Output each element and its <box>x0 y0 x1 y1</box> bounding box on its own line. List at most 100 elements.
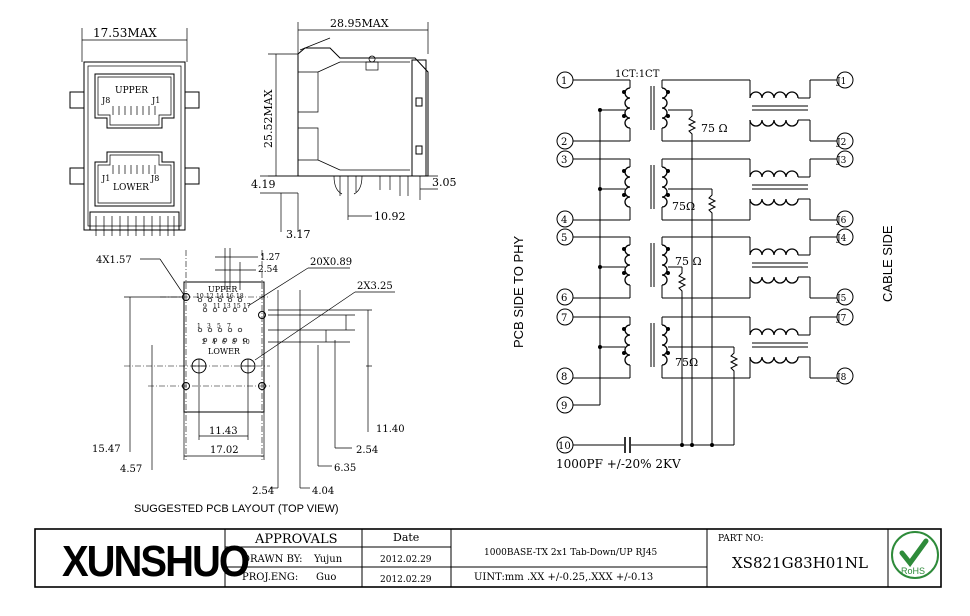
side-dim-317: 3.17 <box>286 228 311 241</box>
pin-j6: J6 <box>836 216 847 226</box>
pcb-pin-m0: 2 <box>202 339 206 346</box>
pin-7: 7 <box>561 313 567 324</box>
side-length-dim: 28.95MAX <box>330 17 389 30</box>
pin-4: 4 <box>561 215 567 226</box>
pcb-pin-u0: 10 <box>196 293 204 300</box>
pin-j8: J8 <box>836 373 847 383</box>
pin-1: 1 <box>561 76 567 87</box>
front-lower-label: LOWER <box>113 183 149 193</box>
drawn-by-name: Yujun <box>313 554 343 565</box>
pin-6: 6 <box>561 293 567 304</box>
pcb-upper-label: UPPER <box>208 285 238 294</box>
title-block: XUNSHUO APPROVALS Date DRAWN BY: Yujun 2… <box>34 528 942 588</box>
proj-date: 2012.02.29 <box>380 575 432 585</box>
pcb-pin-m2: 6 <box>222 339 226 346</box>
pcb-pin-m3: 8 <box>232 339 236 346</box>
res-label-2: 75Ω <box>672 200 695 213</box>
pcb-side-label: PCB SIDE TO PHY <box>511 235 526 348</box>
front-width-dim: 17.53MAX <box>93 26 157 40</box>
proj-eng-label: PROJ.ENG: <box>242 572 298 583</box>
pcb-dim-1143: 11.43 <box>209 426 238 437</box>
pcb-dim-1702: 17.02 <box>210 445 239 456</box>
pcb-dim-1140: 11.40 <box>376 424 405 435</box>
pcb-pin-v3: 15 <box>233 303 241 310</box>
pcb-pin-v4: 17 <box>243 303 251 310</box>
front-upper-j1: J1 <box>151 96 160 105</box>
pcb-dim-254-right: 2.54 <box>356 445 378 456</box>
pcb-pin-l0: 1 <box>197 323 201 330</box>
pcb-pin-u3: 16 <box>226 293 234 300</box>
front-lower-j1: J1 <box>101 174 110 183</box>
front-upper-j8: J8 <box>101 96 110 105</box>
front-upper-label: UPPER <box>115 86 148 96</box>
approvals-header: APPROVALS <box>254 532 338 547</box>
schematic: 1CT:1CT 1 2 3 4 5 6 7 8 9 10 J1 J2 J3 J6… <box>511 69 895 471</box>
pin-3: 3 <box>561 155 567 166</box>
pcb-dim-635: 6.35 <box>334 463 356 474</box>
front-view: 17.53MAX UPPER J8 J1 J1 J8 LOW <box>69 26 200 236</box>
pin-5: 5 <box>561 233 567 244</box>
cap-label: 1000PF +/-20% 2KV <box>556 457 681 471</box>
termination: 75 Ω 75Ω 75 Ω 75Ω <box>668 109 739 447</box>
side-view: 28.95MAX 25.52MAX 4.19 <box>251 17 457 241</box>
pcb-layout-title: SUGGESTED PCB LAYOUT (TOP VIEW) <box>134 503 339 515</box>
pcb-pin-m1: 4 <box>212 339 216 346</box>
pin-10: 10 <box>558 441 571 452</box>
pcb-pin-v1: 11 <box>213 303 221 310</box>
pin-j3: J3 <box>836 156 847 166</box>
pin-2: 2 <box>561 137 567 148</box>
pcb-pin-u1: 12 <box>206 293 214 300</box>
pin-9: 9 <box>561 401 567 412</box>
side-dim-1092: 10.92 <box>374 210 406 223</box>
res-label-3: 75 Ω <box>675 255 702 268</box>
rohs-ring-icon <box>891 531 939 579</box>
side-dim-305: 3.05 <box>432 176 457 189</box>
pin-j2: J2 <box>836 138 846 148</box>
pcb-dim-404: 4.04 <box>312 486 334 497</box>
pcb-pin-u4: 18 <box>236 293 244 300</box>
part-number: XS821G83H01NL <box>732 554 868 572</box>
channel-3 <box>572 236 838 299</box>
company-logo: XUNSHUO <box>62 536 248 585</box>
pin-j7: J7 <box>836 314 847 324</box>
drawn-date: 2012.02.29 <box>380 555 432 565</box>
proj-eng-name: Guo <box>316 572 336 583</box>
pcb-dim-457: 4.57 <box>120 464 142 475</box>
units-tolerance: UINT:mm .XX +/-0.25,.XXX +/-0.13 <box>474 572 653 583</box>
pcb-pin-u2: 14 <box>216 293 224 300</box>
pcb-dim-4x157: 4X1.57 <box>96 255 132 266</box>
side-height-dim: 25.52MAX <box>262 89 275 148</box>
pcb-pin-l3: 7 <box>227 323 231 330</box>
pcb-pin-m4: 10 <box>242 339 250 346</box>
drawn-by-label: DRAWN BY: <box>242 554 302 565</box>
pcb-pin-l2: 5 <box>217 323 221 330</box>
pcb-dim-127: 1.27 <box>260 253 280 263</box>
right-pins: J1 J2 J3 J6 J4 J5 J7 J8 <box>836 71 854 385</box>
channel-1 <box>573 79 837 142</box>
res-label-4: 75Ω <box>675 356 698 369</box>
schematic-ratio: 1CT:1CT <box>615 69 660 80</box>
cable-side-label: CABLE SIDE <box>880 225 895 302</box>
rohs-text: RoHS <box>901 566 925 576</box>
pcb-pin-l1: 3 <box>207 323 211 330</box>
date-header: Date <box>393 531 419 544</box>
pcb-dim-20x089: 20X0.89 <box>310 257 352 268</box>
res-label-1: 75 Ω <box>701 122 728 135</box>
pin-8: 8 <box>561 372 567 383</box>
pcb-layout: UPPER 10 12 14 16 18 9 11 13 15 17 1 3 5… <box>92 248 405 515</box>
pcb-dim-2x325: 2X3.25 <box>357 281 393 292</box>
pcb-lower-label: LOWER <box>208 347 241 356</box>
checkmark-icon <box>899 538 929 568</box>
front-lower-j8: J8 <box>150 174 159 183</box>
pcb-dim-254-top: 2.54 <box>258 265 278 275</box>
part-no-label: PART NO: <box>718 534 764 544</box>
pin-j5: J5 <box>836 294 847 304</box>
part-description: 1000BASE-TX 2x1 Tab-Down/UP RJ45 <box>484 548 658 558</box>
side-dim-419: 4.19 <box>251 178 276 191</box>
pin-j1: J1 <box>836 77 846 87</box>
left-pins: 1 2 3 4 5 6 7 8 9 10 <box>556 71 574 454</box>
pcb-pin-v0: 9 <box>203 303 207 310</box>
pcb-dim-254-bottom: 2.54 <box>252 486 274 497</box>
pcb-dim-1547: 15.47 <box>92 444 121 455</box>
